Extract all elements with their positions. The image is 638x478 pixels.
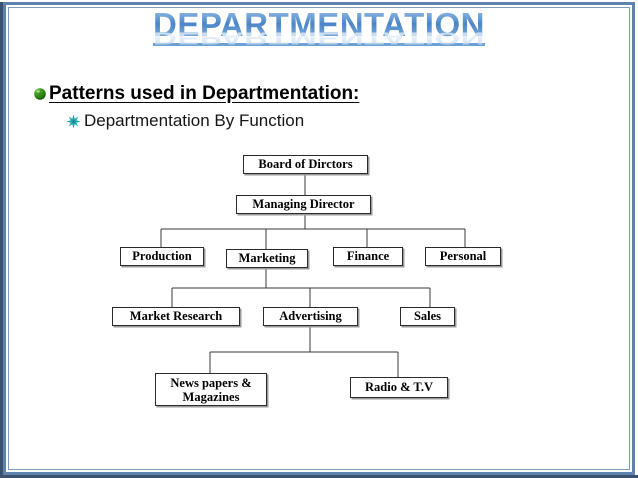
green-sphere-bullet-icon — [33, 87, 47, 101]
org-node-marketing[interactable]: Marketing — [226, 249, 308, 268]
org-node-advertising-label: Advertising — [279, 309, 342, 323]
org-node-personal-label: Personal — [439, 249, 487, 263]
org-node-production[interactable]: Production — [120, 247, 204, 266]
bullet-item-level2: Departmentation By Function — [66, 111, 304, 131]
org-node-radio-tv[interactable]: Radio & T.V — [350, 377, 448, 398]
org-node-production-label: Production — [132, 249, 192, 263]
bullet-level1-label: Patterns used in Departmentation: — [49, 83, 360, 104]
teal-starburst-bullet-icon — [66, 114, 81, 129]
slide-title-reflection: DEPARTMENTATION — [0, 29, 638, 48]
bullet-level2-label: Departmentation By Function — [84, 111, 305, 130]
org-node-sales[interactable]: Sales — [400, 307, 455, 326]
org-node-finance-label: Finance — [346, 249, 390, 263]
org-node-managing-director[interactable]: Managing Director — [236, 195, 371, 214]
org-node-advertising[interactable]: Advertising — [263, 307, 358, 326]
org-node-board[interactable]: Board of Dirctors — [243, 155, 368, 174]
org-node-board-label: Board of Dirctors — [258, 157, 353, 171]
frame-left-shadow — [0, 2, 3, 478]
org-node-market-research[interactable]: Market Research — [112, 307, 240, 326]
slide-frame-inner — [8, 7, 630, 470]
org-node-market-research-label: Market Research — [129, 309, 223, 323]
org-node-managing-director-label: Managing Director — [252, 197, 355, 211]
org-node-marketing-label: Marketing — [238, 251, 296, 265]
slide-title: DEPARTMENTATION DEPARTMENTATION — [0, 8, 638, 64]
org-node-personal[interactable]: Personal — [425, 247, 501, 266]
bullet-item-level1: Patterns used in Departmentation: — [33, 83, 359, 105]
org-node-finance[interactable]: Finance — [333, 247, 403, 266]
org-node-newspapers-magazines-label: News papers & Magazines — [170, 375, 252, 404]
org-node-newspapers-magazines[interactable]: News papers & Magazines — [155, 373, 267, 406]
slide-frame-outer — [3, 2, 635, 475]
org-node-sales-label: Sales — [413, 309, 442, 323]
slide-title-text: DEPARTMENTATION — [153, 8, 485, 46]
org-node-radio-tv-label: Radio & T.V — [365, 380, 433, 394]
